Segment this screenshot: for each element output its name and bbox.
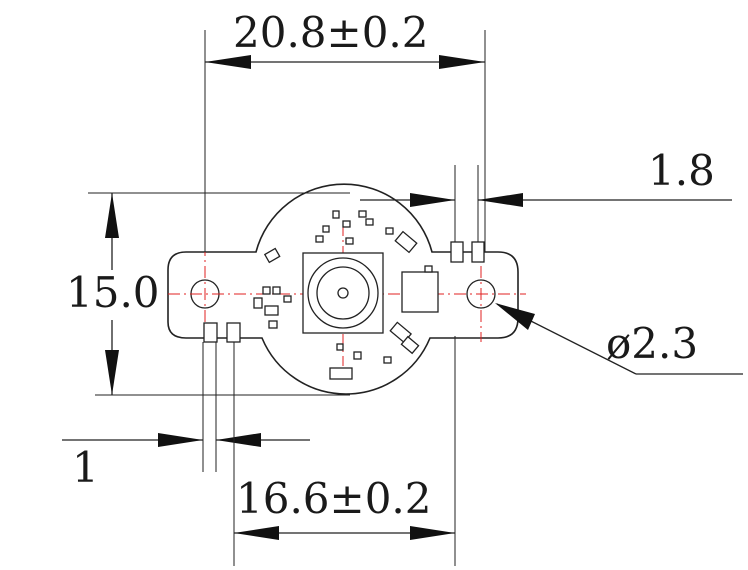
- smd-components: [253, 210, 439, 380]
- capacitor: [342, 220, 351, 228]
- right-edge-pad: [450, 241, 464, 263]
- arrowhead: [205, 55, 251, 69]
- ic-chip: [401, 271, 439, 313]
- right-pad-width-label: 1.8: [648, 146, 715, 195]
- lens-center: [337, 287, 349, 299]
- resistor: [400, 335, 420, 355]
- left-pad-width-label: 1: [72, 443, 99, 492]
- arrowhead: [478, 193, 523, 207]
- capacitor: [272, 286, 281, 295]
- arrowhead: [234, 526, 279, 540]
- capacitor: [365, 218, 374, 226]
- arrowhead: [216, 433, 261, 447]
- hole-diameter-label: ø2.3: [606, 319, 698, 368]
- resistor: [329, 367, 353, 380]
- height-label: 15.0: [66, 268, 160, 317]
- capacitor: [358, 210, 367, 218]
- arrowhead: [439, 55, 485, 69]
- capacitor: [268, 320, 278, 329]
- overall-width-label: 20.8±0.2: [233, 8, 429, 57]
- capacitor: [263, 247, 281, 264]
- height-dimension: 15.0: [62, 192, 350, 396]
- arrowhead: [410, 526, 455, 540]
- left-edge-pad: [203, 322, 218, 343]
- arrowhead: [158, 433, 203, 447]
- capacitor: [264, 305, 279, 316]
- hole-spacing-dimension: 16.6±0.2: [233, 336, 456, 566]
- capacitor: [322, 225, 330, 233]
- left-pad-width-dimension: 1: [62, 342, 310, 492]
- capacitor: [424, 265, 433, 273]
- arrowhead: [410, 193, 455, 207]
- resistor: [394, 230, 418, 254]
- capacitor: [383, 356, 392, 364]
- arrowhead: [105, 350, 119, 395]
- capacitor: [336, 343, 344, 351]
- arrowhead: [105, 193, 119, 238]
- capacitor: [385, 227, 394, 235]
- left-edge-pad: [226, 322, 241, 343]
- capacitor: [262, 286, 271, 295]
- overall-width-dimension: 20.8±0.2: [204, 8, 486, 252]
- capacitor: [345, 237, 354, 245]
- capacitor: [283, 295, 292, 303]
- label-backing: [62, 270, 158, 320]
- capacitor: [353, 351, 362, 360]
- capacitor: [332, 210, 340, 219]
- hole-diameter-callout: ø2.3: [495, 303, 743, 375]
- hole-spacing-label: 16.6±0.2: [236, 474, 432, 523]
- right-edge-pad: [471, 241, 485, 263]
- right-pad-width-dimension: 1.8: [360, 146, 732, 242]
- arrowhead: [495, 303, 535, 330]
- capacitor: [253, 297, 263, 309]
- capacitor: [315, 235, 324, 243]
